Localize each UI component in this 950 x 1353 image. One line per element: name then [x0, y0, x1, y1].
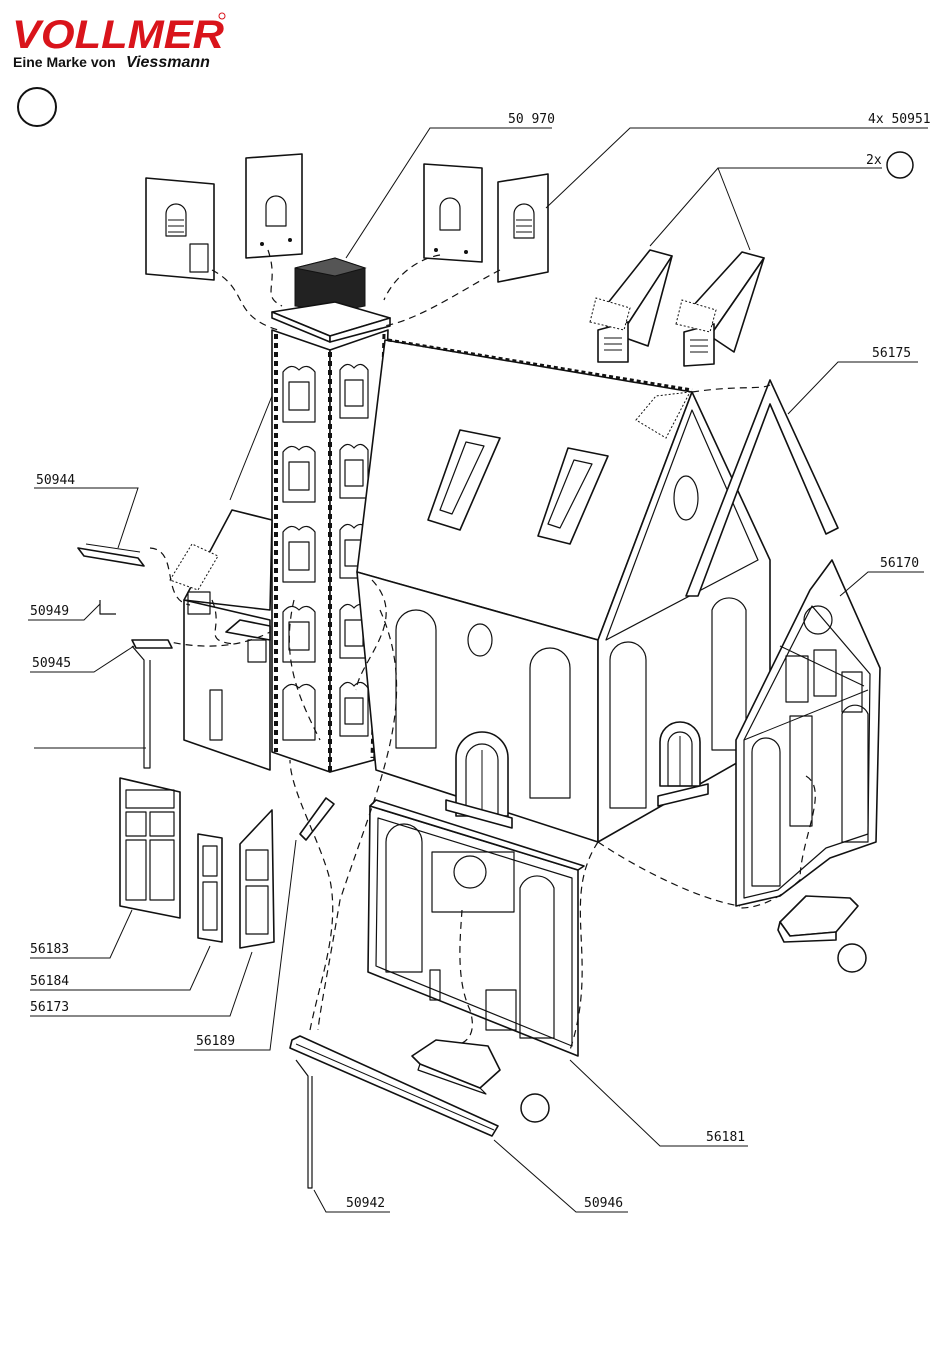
- side-extension: [170, 510, 272, 770]
- shop-facade: [368, 800, 584, 1056]
- label-56170: 56170: [880, 556, 919, 571]
- label-56183: 56183: [30, 942, 69, 957]
- label-56173: 56173: [30, 1000, 69, 1015]
- label-50944: 50944: [36, 473, 75, 488]
- label-50946: 50946: [584, 1196, 623, 1211]
- label-56184: 56184: [30, 974, 69, 989]
- main-building: [357, 340, 770, 842]
- label-56189: 56189: [196, 1034, 235, 1049]
- step-circle-right: [838, 944, 866, 972]
- brand-tagline-prefix: Eine Marke von: [13, 54, 116, 70]
- label-2x: 2x: [866, 153, 882, 168]
- brand-logo: VOLLMER Eine Marke von Viessmann: [12, 13, 225, 71]
- brand-tagline-brand: Viessmann: [126, 54, 210, 71]
- step-circle-top-right: [887, 152, 913, 178]
- step-circle-main: [18, 88, 56, 126]
- window-frames: [120, 778, 334, 948]
- label-50942: 50942: [346, 1196, 385, 1211]
- brand-name: VOLLMER: [12, 13, 224, 57]
- gutter-parts-left: [78, 544, 172, 768]
- label-50945: 50945: [32, 656, 71, 671]
- label-56181: 56181: [706, 1130, 745, 1145]
- label-50949: 50949: [30, 604, 69, 619]
- label-50951: 4x 50951: [868, 112, 931, 127]
- step-circle-bottom: [521, 1094, 549, 1122]
- label-50970: 50 970: [508, 112, 555, 127]
- dormers: [590, 250, 764, 366]
- label-56175: 56175: [872, 346, 911, 361]
